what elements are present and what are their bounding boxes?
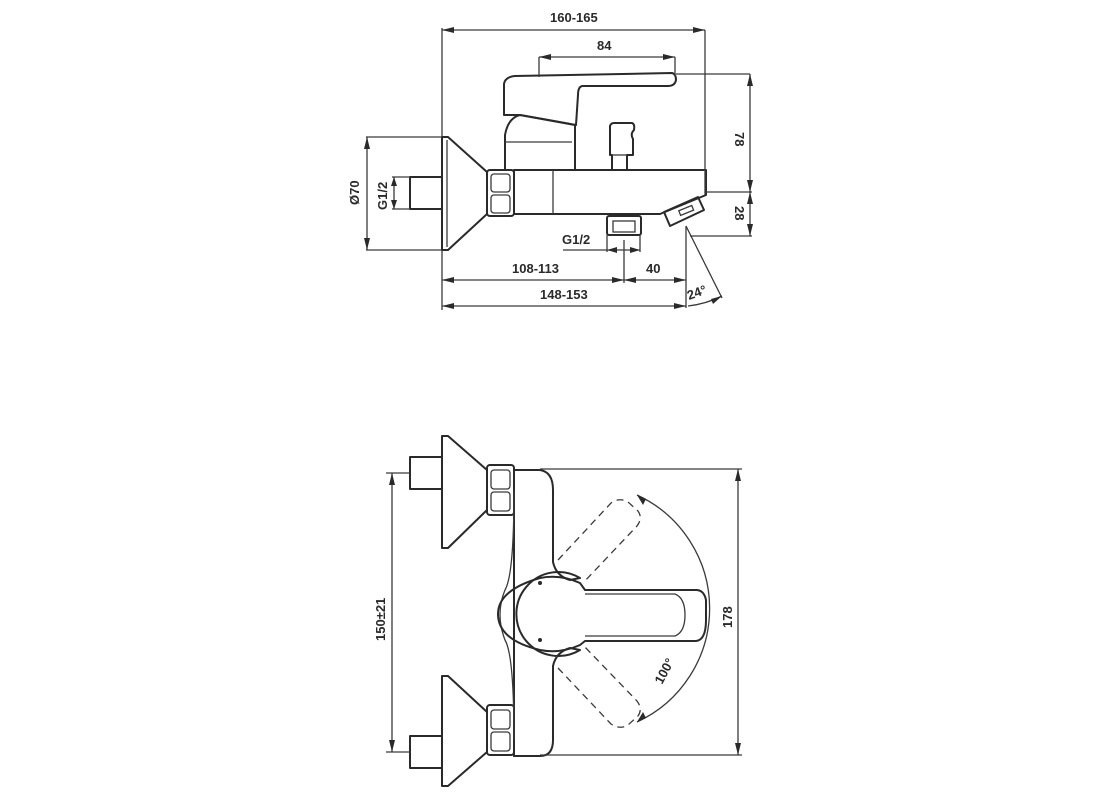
dim-spout-angle: 24° — [685, 282, 709, 303]
mixer-body-top — [513, 469, 581, 757]
side-view: 160-165 84 78 28 Ø70 G1/2 — [347, 10, 753, 310]
upper-flange — [441, 435, 488, 549]
dim-inlet-thread: G1/2 — [375, 182, 390, 210]
dim-overall-depth: 160-165 — [550, 10, 598, 25]
dim-height-above: 78 — [732, 132, 747, 146]
dim-body-height: 28 — [732, 206, 747, 220]
upper-inlet-stub — [409, 456, 443, 490]
dim-lever-rotation: 100° — [651, 656, 677, 687]
lower-flange — [441, 675, 488, 787]
top-view: 100° 150±21 178 — [373, 435, 742, 787]
lever-position-lower-ghost — [557, 644, 641, 728]
lever-handle — [503, 72, 677, 126]
dim-outlet-to-spout: 40 — [646, 261, 660, 276]
rotation-arc — [636, 494, 711, 723]
dim-inlet-centers: 150±21 — [373, 598, 388, 641]
wall-flange — [441, 136, 488, 251]
lever-top — [497, 575, 707, 653]
dim-flange-diameter: Ø70 — [347, 180, 362, 205]
diverter-knob — [609, 122, 636, 171]
mixer-body — [513, 169, 707, 215]
lever-position-upper-ghost — [557, 499, 641, 584]
lower-inlet-stub — [409, 735, 443, 769]
dim-wall-to-outlet: 108-113 — [512, 261, 559, 276]
spout-aerator — [663, 196, 705, 227]
dim-overall-width: 178 — [720, 606, 735, 628]
inlet-stub — [409, 176, 443, 210]
dim-lever-length: 84 — [597, 38, 612, 53]
dim-outlet-thread: G1/2 — [562, 232, 590, 247]
dim-wall-to-spout: 148-153 — [540, 287, 588, 302]
bottom-outlet — [606, 215, 642, 236]
